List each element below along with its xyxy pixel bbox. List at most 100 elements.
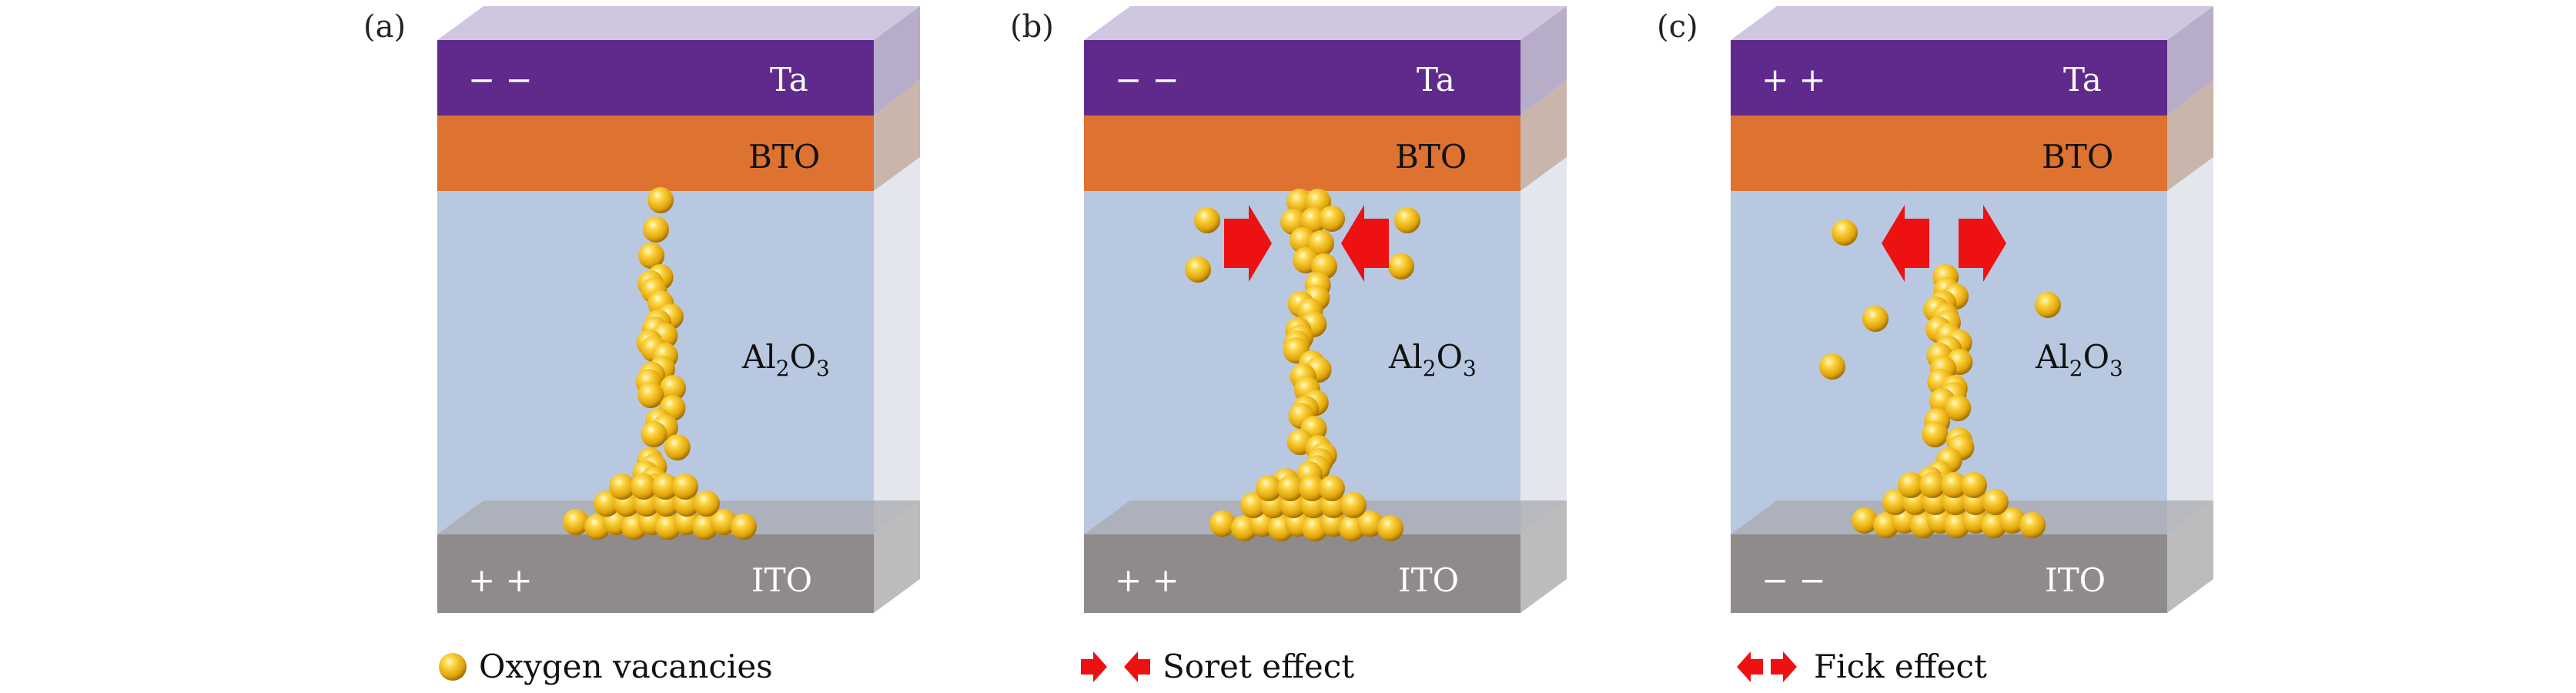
legend-label: Fick effect <box>1814 648 1987 685</box>
ito-side-face <box>2167 500 2213 613</box>
oxygen-vacancy-sphere <box>1941 472 1967 498</box>
vacancy-filament <box>1819 219 2061 538</box>
ta-layer <box>1084 40 1521 116</box>
oxygen-vacancy-sphere <box>1961 472 1987 498</box>
oxygen-vacancy-sphere <box>1819 353 1845 380</box>
ito-side-face <box>874 500 920 613</box>
oxygen-vacancy-sphere <box>638 243 664 269</box>
oxygen-vacancy-sphere <box>1862 306 1889 332</box>
oxygen-vacancy-sphere <box>1377 515 1403 541</box>
panel-label: (a) <box>363 9 406 45</box>
oxygen-vacancy-sphere <box>1319 206 1345 232</box>
oxygen-vacancy-sphere <box>1945 395 1972 421</box>
oxygen-vacancy-sphere <box>1852 507 1878 534</box>
ta-top-face <box>1731 6 2213 40</box>
bto-layer <box>1084 116 1521 191</box>
oxygen-vacancy-sphere <box>637 382 664 408</box>
bto-side-face <box>2167 80 2213 191</box>
oxide-side-face <box>1521 157 1567 534</box>
panel-a: (a) − − Ta BTO Al2O3 + + ITO <box>363 6 920 613</box>
bto-side-face <box>874 80 920 191</box>
ito-layer <box>1731 534 2167 613</box>
arrow-right-icon <box>1959 205 2006 282</box>
legend: Oxygen vacancies Soret effect Fick effec… <box>439 648 1987 685</box>
oxygen-vacancy-sphere <box>1308 230 1334 256</box>
oxygen-vacancy-sphere <box>1194 207 1220 233</box>
arrow-left-icon <box>1341 205 1389 282</box>
sphere-icon <box>439 653 467 681</box>
legend-label: Soret effect <box>1163 648 1354 685</box>
oxygen-vacancy-sphere <box>1340 492 1367 518</box>
oxide-label: Al2O3 <box>1388 338 1477 381</box>
arrow-right-icon <box>1081 651 1107 682</box>
ta-side-face <box>874 6 920 116</box>
oxygen-vacancy-sphere <box>1898 472 1924 498</box>
ta-top-face <box>1084 6 1567 40</box>
oxygen-vacancy-sphere <box>1240 492 1266 518</box>
vacancy-filament <box>1185 189 1420 541</box>
bto-layer <box>1731 116 2167 191</box>
arrow-left-icon <box>1882 205 1929 282</box>
ito-label: ITO <box>751 561 812 599</box>
oxygen-vacancy-sphere <box>1999 507 2026 534</box>
ito-sign: + + <box>468 561 533 599</box>
ito-side-face <box>1521 500 1567 613</box>
oxygen-vacancy-sphere <box>1185 256 1211 283</box>
oxygen-vacancy-sphere <box>1882 489 1909 515</box>
arrow-right-icon <box>1224 205 1272 282</box>
ta-sign: + + <box>1761 61 1826 99</box>
bto-label: BTO <box>748 138 820 176</box>
oxide-label: Al2O3 <box>2035 338 2123 381</box>
oxygen-vacancy-sphere <box>1394 207 1420 233</box>
oxygen-vacancy-sphere <box>664 434 691 460</box>
arrow-right-icon <box>1771 651 1797 682</box>
oxygen-vacancy-sphere <box>631 474 657 500</box>
ta-label: Ta <box>1417 61 1455 99</box>
oxygen-vacancy-sphere <box>1286 189 1313 215</box>
legend-item-soret-effect: Soret effect <box>1081 648 1354 685</box>
oxygen-vacancy-sphere <box>1388 253 1414 280</box>
ito-label: ITO <box>1398 561 1459 599</box>
oxygen-vacancy-sphere <box>1832 219 1858 246</box>
oxygen-vacancy-sphere <box>594 490 620 517</box>
panel-c: (c) + + Ta BTO Al2O3 − − ITO <box>1657 6 2213 613</box>
oxygen-vacancy-sphere <box>1357 511 1383 537</box>
ta-label: Ta <box>770 61 808 99</box>
ito-sign: + + <box>1115 561 1179 599</box>
legend-item-fick-effect: Fick effect <box>1737 648 1987 685</box>
ta-layer <box>1731 40 2167 116</box>
legend-item-oxygen-vacancies: Oxygen vacancies <box>439 648 773 685</box>
vacancy-filament <box>563 187 757 540</box>
oxygen-vacancy-sphere <box>731 514 757 540</box>
oxygen-vacancy-sphere <box>609 474 635 500</box>
ta-side-face <box>1521 6 1567 116</box>
oxygen-vacancy-sphere <box>563 509 589 535</box>
oxygen-vacancy-sphere <box>1277 475 1303 501</box>
oxygen-vacancy-sphere <box>2019 512 2046 538</box>
oxide-side-face <box>874 157 920 534</box>
arrow-left-icon <box>1737 651 1763 682</box>
oxygen-vacancy-sphere <box>1299 475 1325 501</box>
ta-sign: − − <box>1115 61 1179 99</box>
arrow-left-icon <box>1124 651 1150 682</box>
legend-label: Oxygen vacancies <box>479 648 773 685</box>
oxygen-vacancy-sphere <box>659 375 686 401</box>
oxygen-vacancy-sphere <box>1319 475 1345 501</box>
bto-label: BTO <box>2042 138 2113 176</box>
panel-b: (b) − − Ta BTO Al2O3 + + ITO <box>1010 6 1567 613</box>
oxygen-vacancy-sphere <box>2035 292 2061 318</box>
ta-side-face <box>2167 6 2213 116</box>
oxygen-vacancy-sphere <box>1982 489 2009 515</box>
oxide-label: Al2O3 <box>741 338 830 381</box>
ito-sign: − − <box>1761 561 1826 599</box>
ito-layer <box>437 534 874 613</box>
ta-top-face <box>437 6 920 40</box>
oxygen-vacancy-sphere <box>1256 475 1282 501</box>
panel-label: (c) <box>1657 9 1698 45</box>
oxygen-vacancy-sphere <box>672 474 698 500</box>
bto-layer <box>437 116 874 191</box>
oxygen-vacancy-sphere <box>1922 421 1949 447</box>
oxygen-vacancy-sphere <box>652 474 678 500</box>
